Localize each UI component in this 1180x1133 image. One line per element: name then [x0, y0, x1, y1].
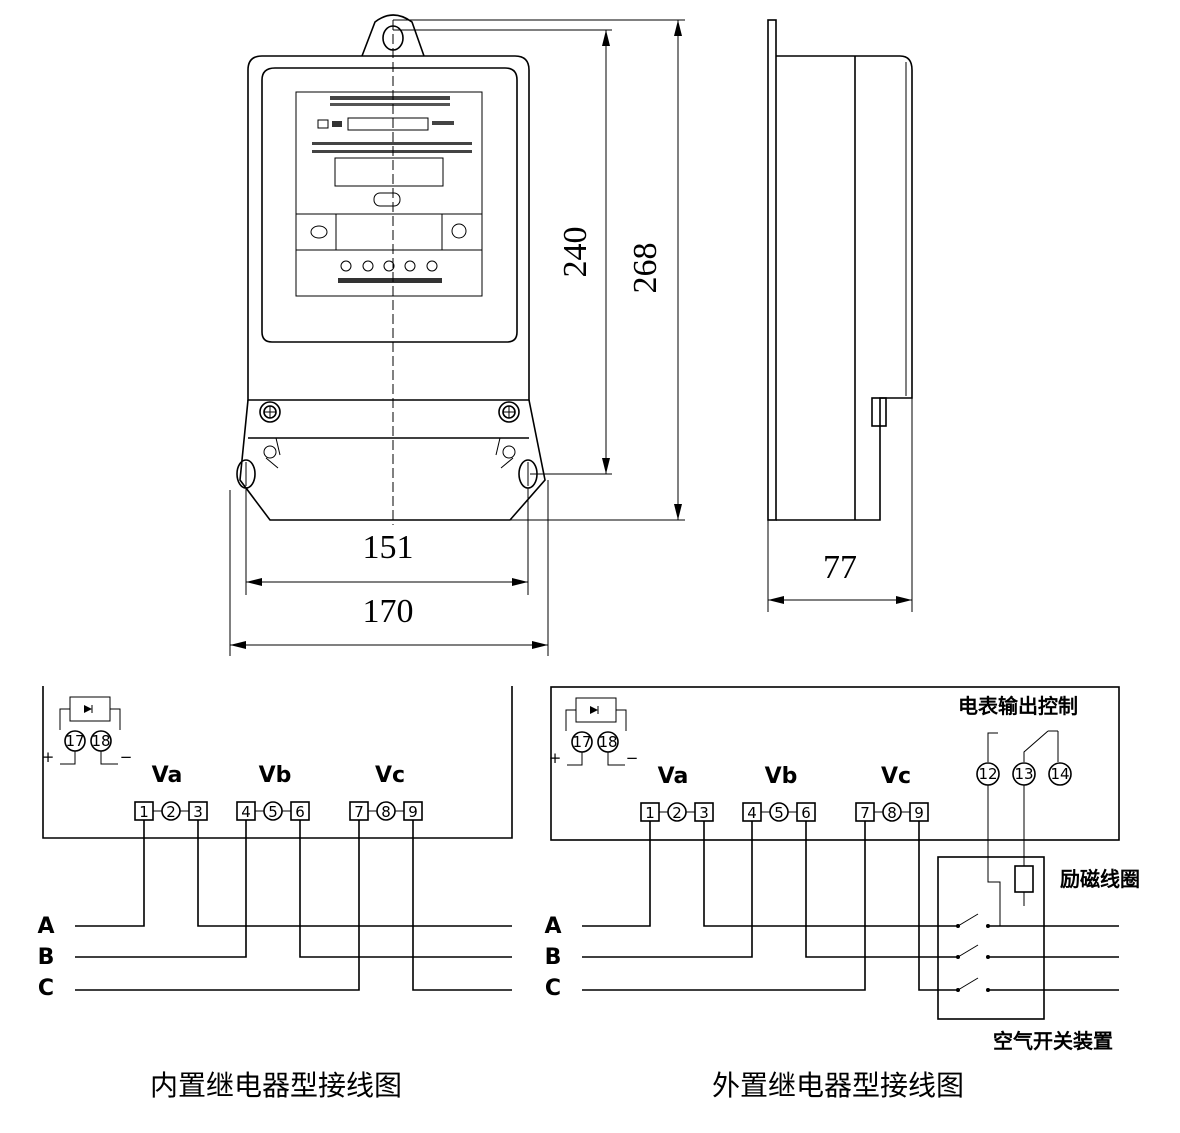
nameplate-text [312, 96, 472, 153]
indicator-leds [340, 260, 438, 272]
ext-phase-c: C [545, 976, 561, 1001]
int-t7: 7 [354, 803, 364, 821]
ext-terminal-17: 17 [572, 733, 591, 751]
int-phase-a: A [37, 914, 54, 939]
ext-terminal-13: 13 [1014, 765, 1033, 783]
ext-t3: 3 [699, 804, 709, 822]
int-terminal-18: 18 [91, 732, 110, 750]
int-vc-label: Vc [375, 763, 405, 788]
ext-breaker-label: 空气开关装置 [993, 1029, 1113, 1053]
int-va-label: Va [152, 763, 183, 788]
int-t2: 2 [166, 803, 176, 821]
ext-t9: 9 [914, 804, 924, 822]
int-t9: 9 [408, 803, 418, 821]
int-vb-label: Vb [259, 763, 292, 788]
ext-minus: − [626, 749, 639, 767]
ext-coil-label: 励磁线圈 [1060, 867, 1140, 891]
int-t5: 5 [268, 803, 278, 821]
ext-t7: 7 [860, 804, 870, 822]
int-t8: 8 [381, 803, 391, 821]
int-phase-c: C [38, 976, 54, 1001]
ext-plus: + [549, 749, 562, 767]
int-caption: 内置继电器型接线图 [150, 1069, 402, 1102]
ext-t4: 4 [747, 804, 757, 822]
dim-151-label: 151 [363, 529, 414, 566]
int-t4: 4 [241, 803, 251, 821]
ext-t5: 5 [774, 804, 784, 822]
int-t3: 3 [193, 803, 203, 821]
dim-268-label: 268 [627, 243, 664, 294]
ext-t6: 6 [801, 804, 811, 822]
int-t1: 1 [139, 803, 149, 821]
dim-170-label: 170 [363, 593, 414, 630]
ext-caption: 外置继电器型接线图 [712, 1069, 964, 1102]
int-phase-b: B [38, 945, 55, 970]
internal-relay-diagram [42, 686, 513, 991]
ext-terminal-14: 14 [1050, 765, 1069, 783]
ext-phase-a: A [544, 914, 561, 939]
ext-t1: 1 [645, 804, 655, 822]
dim-240-label: 240 [557, 227, 594, 278]
ext-terminal-18: 18 [598, 733, 617, 751]
external-relay-diagram [550, 686, 1120, 1020]
meter-side-view [767, 19, 913, 521]
ext-phase-b: B [545, 945, 562, 970]
int-t6: 6 [295, 803, 305, 821]
ext-t2: 2 [672, 804, 682, 822]
dim-77-label: 77 [823, 549, 857, 586]
ext-vc-label: Vc [881, 764, 911, 789]
int-terminal-17: 17 [65, 732, 84, 750]
ext-output-control-label: 电表输出控制 [958, 694, 1078, 718]
ext-vb-label: Vb [765, 764, 798, 789]
int-minus: − [120, 748, 133, 766]
meter-front-view [236, 14, 546, 525]
ext-terminal-12: 12 [978, 765, 997, 783]
ext-va-label: Va [658, 764, 689, 789]
ext-t8: 8 [887, 804, 897, 822]
dimension-lines [229, 19, 913, 656]
int-plus: + [42, 748, 55, 766]
